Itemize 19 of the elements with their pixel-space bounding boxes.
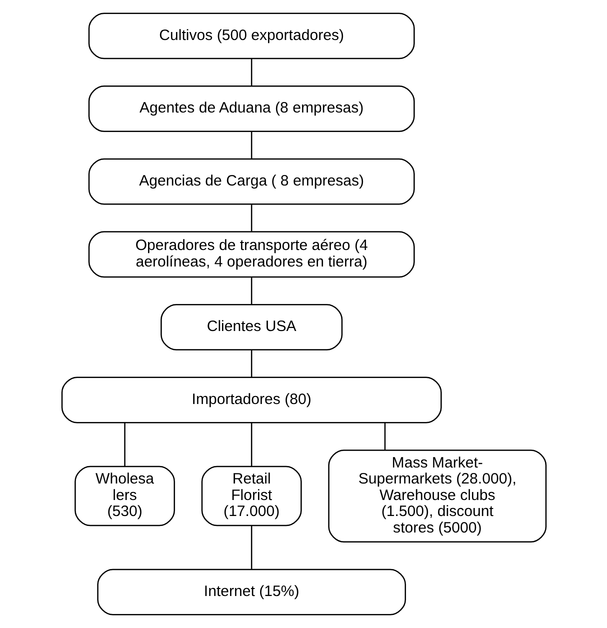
connector [250,58,252,86]
connector [250,277,252,304]
node-box: Clientes USA [160,304,342,350]
node-box: Mass Market- Supermarkets (28.000), Warehouse clubs (1.500), discount stores (5000) [328,450,546,542]
connector [250,204,252,232]
node-box: Agencias de Carga ( 8 empresas) [88,158,414,205]
node-box: Retail Florist (17.000) [200,466,302,526]
connector [250,526,252,569]
node-box: Wholesa lers (530) [74,466,174,526]
connector [250,422,252,467]
node-box: Operadores de transporte aéreo (4 aerolíneas, 4 operadores en tierra) [88,231,414,278]
connector [250,131,252,159]
connector [250,350,252,378]
connector [384,422,386,450]
connector [124,422,125,467]
node-box: Cultivos (500 exportadores) [88,12,414,60]
node-box: Agentes de Aduana (8 empresas) [88,86,414,132]
node-box: Internet (15%) [96,568,406,616]
node-box: Importadores (80) [60,376,442,424]
